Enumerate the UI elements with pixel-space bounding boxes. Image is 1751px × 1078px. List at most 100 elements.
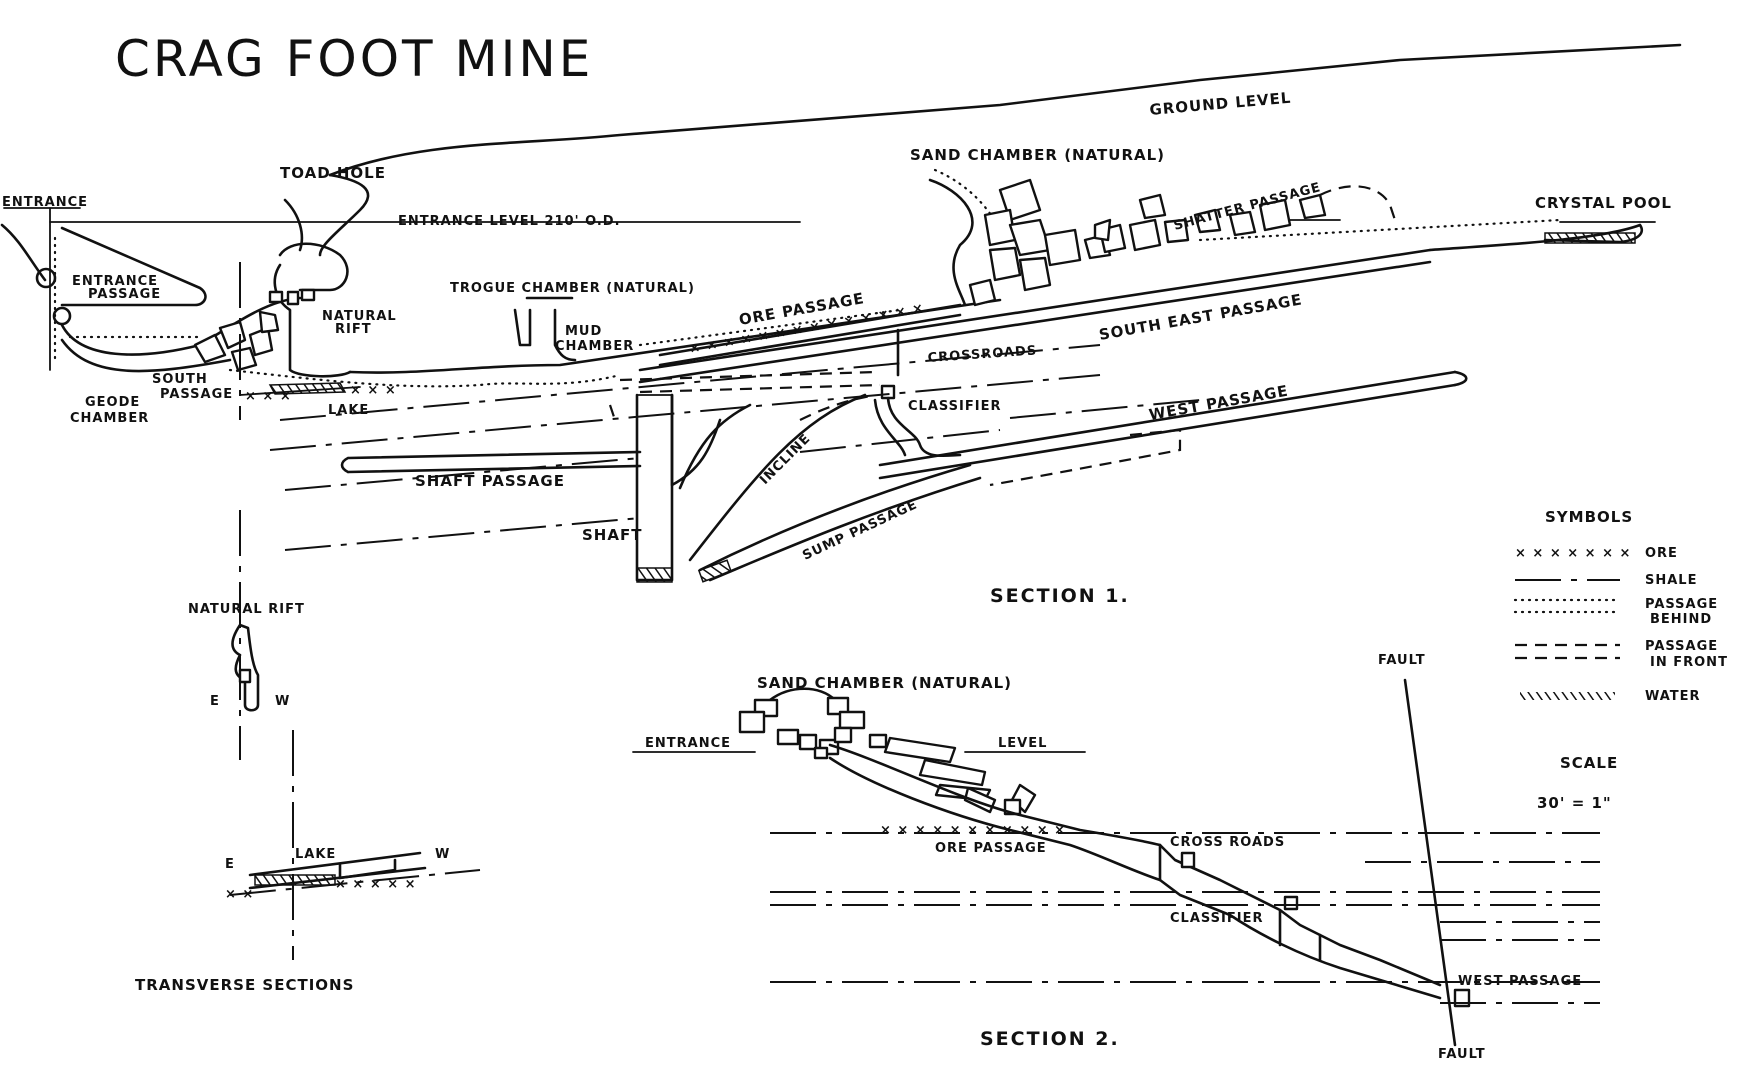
- label-south-east-passage: SOUTH EAST PASSAGE: [1098, 290, 1304, 344]
- legend-water-symbol: [1520, 692, 1615, 700]
- west-passage-upper: [878, 370, 1457, 467]
- label-transverse-west-1: W: [275, 694, 290, 709]
- section-marker-lines: [239, 262, 294, 960]
- label-ground-level: GROUND LEVEL: [1149, 89, 1292, 119]
- transverse-lake-boxes: [338, 858, 397, 880]
- label-west-passage: WEST PASSAGE: [1148, 382, 1290, 424]
- label-sump-passage: SUMP PASSAGE: [800, 497, 920, 563]
- rock-pile-entrance: [193, 310, 280, 372]
- legend-shale-label: SHALE: [1645, 573, 1697, 588]
- label-lake: LAKE: [328, 403, 369, 418]
- ore-marks-transverse: × ×: [225, 887, 254, 902]
- entrance-slope: [0, 223, 47, 282]
- label-transverse-lake: LAKE: [295, 847, 336, 862]
- passage-behind-middle: [228, 368, 622, 388]
- transverse-lake-water: [254, 874, 336, 886]
- label-south-passage-1: SOUTH: [152, 372, 208, 387]
- shaft-chamber: [670, 393, 722, 487]
- legend-passage-front-label-2: IN FRONT: [1650, 655, 1728, 670]
- label-geode-chamber-1: GEODE: [85, 395, 140, 410]
- label-transverse-natural-rift: NATURAL RIFT: [188, 602, 305, 617]
- ore-marks-lake: × × ×: [245, 389, 292, 404]
- label-mud-chamber-2: CHAMBER: [555, 339, 634, 354]
- legend-passage-front-symbol: [1515, 643, 1620, 660]
- trogue-chamber: [513, 308, 532, 347]
- label-transverse-east-1: E: [210, 694, 220, 709]
- s2-lower-extension: [1158, 843, 1322, 962]
- s2-sand-chamber-dome: [768, 687, 837, 702]
- section-1: × × × × × × × × × × × × × × × × × × × × …: [0, 43, 1682, 960]
- main-passage-upper: [348, 298, 1002, 374]
- label-shaft-passage: SHAFT PASSAGE: [415, 472, 565, 490]
- legend-title: SYMBOLS: [1545, 508, 1633, 526]
- sand-chamber-wall: [928, 178, 974, 307]
- legend-ore-symbol: × × × × × × ×: [1515, 546, 1631, 561]
- legend-ore-label: ORE: [1645, 546, 1678, 561]
- label-trogue-chamber: TROGUE CHAMBER (NATURAL): [450, 281, 695, 296]
- crystal-pool-water: [1544, 232, 1636, 244]
- shaft-water: [636, 567, 673, 583]
- label-incline: INCLINE: [757, 431, 814, 488]
- passage-behind-mid-2: [638, 308, 902, 347]
- label-transverse-east-2: E: [225, 857, 235, 872]
- label-s2-west-passage: WEST PASSAGE: [1458, 974, 1582, 989]
- s2-passage-lower: [828, 756, 1442, 1000]
- sump-passage-upper: [698, 463, 972, 572]
- label-s2-fault-top: FAULT: [1378, 653, 1426, 668]
- entrance-circle-2: [52, 306, 72, 326]
- label-south-passage-2: PASSAGE: [160, 387, 233, 402]
- shale-lines-section-2: [770, 832, 1600, 1004]
- label-crystal-pool: CRYSTAL POOL: [1535, 194, 1672, 212]
- legend-water-label: WATER: [1645, 689, 1701, 704]
- scale-value: 30' = 1": [1537, 794, 1612, 812]
- transverse-sections: NATURAL RIFT E W LAKE × × × × × × × E W …: [135, 602, 481, 994]
- toad-chamber: [278, 242, 349, 292]
- entrance-circle: [35, 267, 57, 289]
- shatter-passage-front: [1319, 185, 1397, 221]
- lake-pipe: [239, 386, 361, 396]
- incline-curve: [678, 403, 752, 490]
- legend-passage-behind-symbol: [1513, 598, 1622, 614]
- label-s2-sand-chamber: SAND CHAMBER (NATURAL): [757, 674, 1012, 692]
- scale-title: SCALE: [1560, 754, 1618, 772]
- passage-in-front-middle: [639, 383, 881, 394]
- ore-passage-upper: [658, 303, 962, 357]
- ore-marks-section-2: × × × × × × × × × × ×: [880, 823, 1066, 838]
- label-s2-entrance: ENTRANCE: [645, 736, 731, 751]
- sump-passage-lower: [708, 476, 982, 582]
- s2-rocks: [738, 696, 1037, 816]
- s2-crossroads-box: [1180, 851, 1196, 869]
- section-2-caption: SECTION 2.: [980, 1028, 1120, 1050]
- west-passage-front-loop: [989, 428, 1182, 487]
- west-passage-end: [1453, 370, 1468, 387]
- label-s2-classifier: CLASSIFIER: [1170, 911, 1263, 926]
- label-entrance-passage-1: ENTRANCE: [72, 274, 158, 289]
- diagram-title: CRAG FOOT MINE: [115, 30, 593, 88]
- west-passage-lower: [878, 383, 1457, 480]
- south-east-passage-lower: [638, 260, 1432, 384]
- transverse-rift-block: [238, 668, 252, 684]
- incline-outline: [688, 393, 867, 562]
- label-sand-chamber: SAND CHAMBER (NATURAL): [910, 146, 1165, 164]
- s2-classifier-box: [1283, 895, 1299, 911]
- s2-passage-upper: [828, 743, 1442, 987]
- transverse-rift-outline: [231, 623, 260, 712]
- ore-passage-lower: [658, 313, 962, 367]
- label-natural-rift-1: NATURAL: [322, 309, 397, 324]
- passage-in-front-middle-2: [619, 370, 876, 382]
- entrance-passage: [60, 226, 207, 307]
- section-1-caption: SECTION 1.: [990, 585, 1130, 607]
- ore-marks-transverse-2: × × × × ×: [335, 877, 417, 892]
- transverse-caption: TRANSVERSE SECTIONS: [135, 976, 354, 994]
- shale-lines-section-1: [269, 344, 1201, 551]
- incline-front: [799, 393, 876, 421]
- mud-chamber: [553, 308, 577, 362]
- label-mud-chamber-1: MUD: [565, 324, 602, 339]
- transverse-shale: [229, 869, 481, 896]
- rock-pile-sand-chamber: [968, 178, 1327, 307]
- label-s2-ore-passage: ORE PASSAGE: [935, 841, 1047, 856]
- classifier-passage-2: [873, 398, 907, 457]
- south-east-passage-upper: [638, 248, 1432, 372]
- fault-line: [1403, 678, 1457, 1047]
